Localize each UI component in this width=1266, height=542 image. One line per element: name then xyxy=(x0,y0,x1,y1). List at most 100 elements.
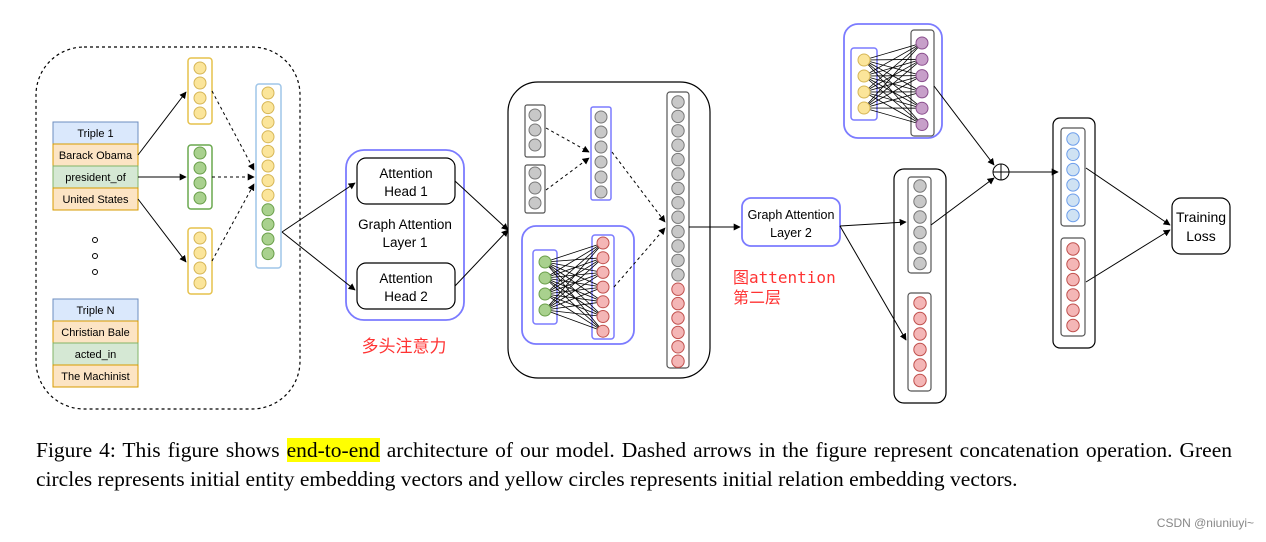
yellow-embedding-circle xyxy=(193,231,207,245)
watermark: CSDN @niuniuyi~ xyxy=(1156,516,1254,530)
green-embedding-circle xyxy=(193,146,207,160)
dense-connection xyxy=(863,91,923,109)
purple-embedding-circle xyxy=(915,52,929,66)
blue-embedding-circle xyxy=(1066,208,1080,223)
dense-connection xyxy=(544,257,604,279)
gray-embedding-circle xyxy=(671,152,685,167)
pink-embedding-circle xyxy=(671,340,685,354)
arrow xyxy=(839,225,907,341)
gray-embedding-circle xyxy=(913,241,927,255)
arrow xyxy=(1085,167,1171,226)
green-embedding-circle xyxy=(538,271,552,285)
dense-connection xyxy=(544,277,604,332)
ellipsis-dot xyxy=(92,253,98,259)
head-vector-b xyxy=(524,164,546,214)
triple-n-table: Triple N Christian Bale acted_in The Mac… xyxy=(52,298,139,388)
relation-transform-frame xyxy=(843,23,943,139)
pink-embedding-circle xyxy=(596,236,610,250)
middle-dense-input xyxy=(532,249,558,325)
green-embedding-circle xyxy=(261,217,275,231)
concat-arrow xyxy=(545,127,590,153)
architecture-diagram: Triple 1 Barack Obama president_of Unite… xyxy=(35,23,1231,410)
gray-embedding-circle xyxy=(671,138,685,152)
yellow-embedding-circle xyxy=(261,188,275,202)
arrow xyxy=(137,198,187,263)
dense-connection xyxy=(544,257,604,263)
dense-connection xyxy=(544,261,604,303)
layer-1-title-line2: Layer 1 xyxy=(382,235,427,250)
layer-2-line1: Graph Attention xyxy=(748,208,835,222)
caption-part-2: architecture of our model. Dashed arrows… xyxy=(36,438,1232,491)
green-embedding-circle xyxy=(261,247,275,261)
green-embedding-circle xyxy=(193,176,207,190)
triple-1-tail: United States xyxy=(62,194,129,206)
gray-embedding-circle xyxy=(671,124,685,138)
attention-head-2-line1: Attention xyxy=(379,271,432,286)
layer-1-title-line1: Graph Attention xyxy=(358,217,452,232)
pink-embedding-circle xyxy=(596,295,610,309)
middle-dense-frame xyxy=(521,225,635,345)
gray-embedding-circle xyxy=(594,110,608,124)
pink-embedding-circle xyxy=(913,311,927,326)
dense-connection xyxy=(544,242,604,295)
concat-arrow xyxy=(211,183,255,262)
green-embedding-circle xyxy=(261,232,275,246)
yellow-embedding-circle xyxy=(193,61,207,75)
gray-embedding-circle xyxy=(528,181,542,195)
dense-connection xyxy=(544,257,604,295)
transform-output-vector xyxy=(910,29,935,137)
input-panel xyxy=(35,46,301,410)
caption-part-1: Figure 4: This figure shows xyxy=(36,438,287,462)
green-embedding-circle xyxy=(538,255,552,269)
dense-connection xyxy=(544,277,604,288)
dense-connection xyxy=(544,293,604,303)
training-loss-line1: Training xyxy=(1176,209,1226,225)
dense-connection xyxy=(863,42,923,93)
triple-n-relation: acted_in xyxy=(75,349,117,361)
yellow-embedding-circle xyxy=(857,53,871,67)
final-relation-vector xyxy=(1060,237,1086,337)
dense-connection xyxy=(544,272,604,311)
gray-embedding-circle xyxy=(671,181,685,196)
training-loss-line2: Loss xyxy=(1186,228,1216,244)
pink-embedding-circle xyxy=(1066,272,1080,287)
layer-2-line2: Layer 2 xyxy=(770,226,812,240)
gray-embedding-circle xyxy=(528,108,542,122)
pink-embedding-circle xyxy=(913,342,927,357)
concat-vector xyxy=(255,83,282,269)
pink-embedding-circle xyxy=(671,325,685,340)
pink-embedding-circle xyxy=(1066,242,1080,256)
gray-embedding-circle xyxy=(671,95,685,109)
purple-embedding-circle xyxy=(915,85,929,99)
triple-1-table: Triple 1 Barack Obama president_of Unite… xyxy=(52,121,139,211)
pink-embedding-circle xyxy=(671,354,685,368)
dense-connection xyxy=(544,277,604,303)
gray-embedding-circle xyxy=(671,167,685,181)
gray-embedding-circle xyxy=(528,123,542,137)
green-embedding-circle xyxy=(261,203,275,217)
multi-head-annotation: 多头注意力 xyxy=(362,337,447,356)
arrow xyxy=(1085,229,1171,283)
dense-connection xyxy=(544,257,604,311)
head-vector-a xyxy=(524,104,546,158)
layer-2-cn-annotation-line1: 图attention xyxy=(733,268,836,287)
arrow xyxy=(930,177,995,226)
pink-embedding-circle xyxy=(1066,318,1080,333)
gray-embedding-circle xyxy=(671,268,685,282)
dense-connection xyxy=(544,309,604,317)
final-entity-vector xyxy=(1060,127,1086,227)
caption-highlight: end-to-end xyxy=(286,438,380,462)
purple-embedding-circle xyxy=(915,101,929,115)
pink-embedding-circle xyxy=(596,280,610,294)
figure-caption: Figure 4: This figure shows end-to-end a… xyxy=(36,436,1232,494)
layer-1-output-vector xyxy=(666,91,690,369)
dense-connection xyxy=(544,261,604,332)
dense-connection xyxy=(544,293,604,317)
ellipsis-dot xyxy=(92,237,98,243)
pink-embedding-circle xyxy=(1066,303,1080,317)
pink-embedding-circle xyxy=(1066,288,1080,302)
pink-embedding-circle xyxy=(596,265,610,279)
arrow xyxy=(454,229,509,287)
gray-embedding-circle xyxy=(594,185,608,199)
dense-connection xyxy=(544,293,604,332)
